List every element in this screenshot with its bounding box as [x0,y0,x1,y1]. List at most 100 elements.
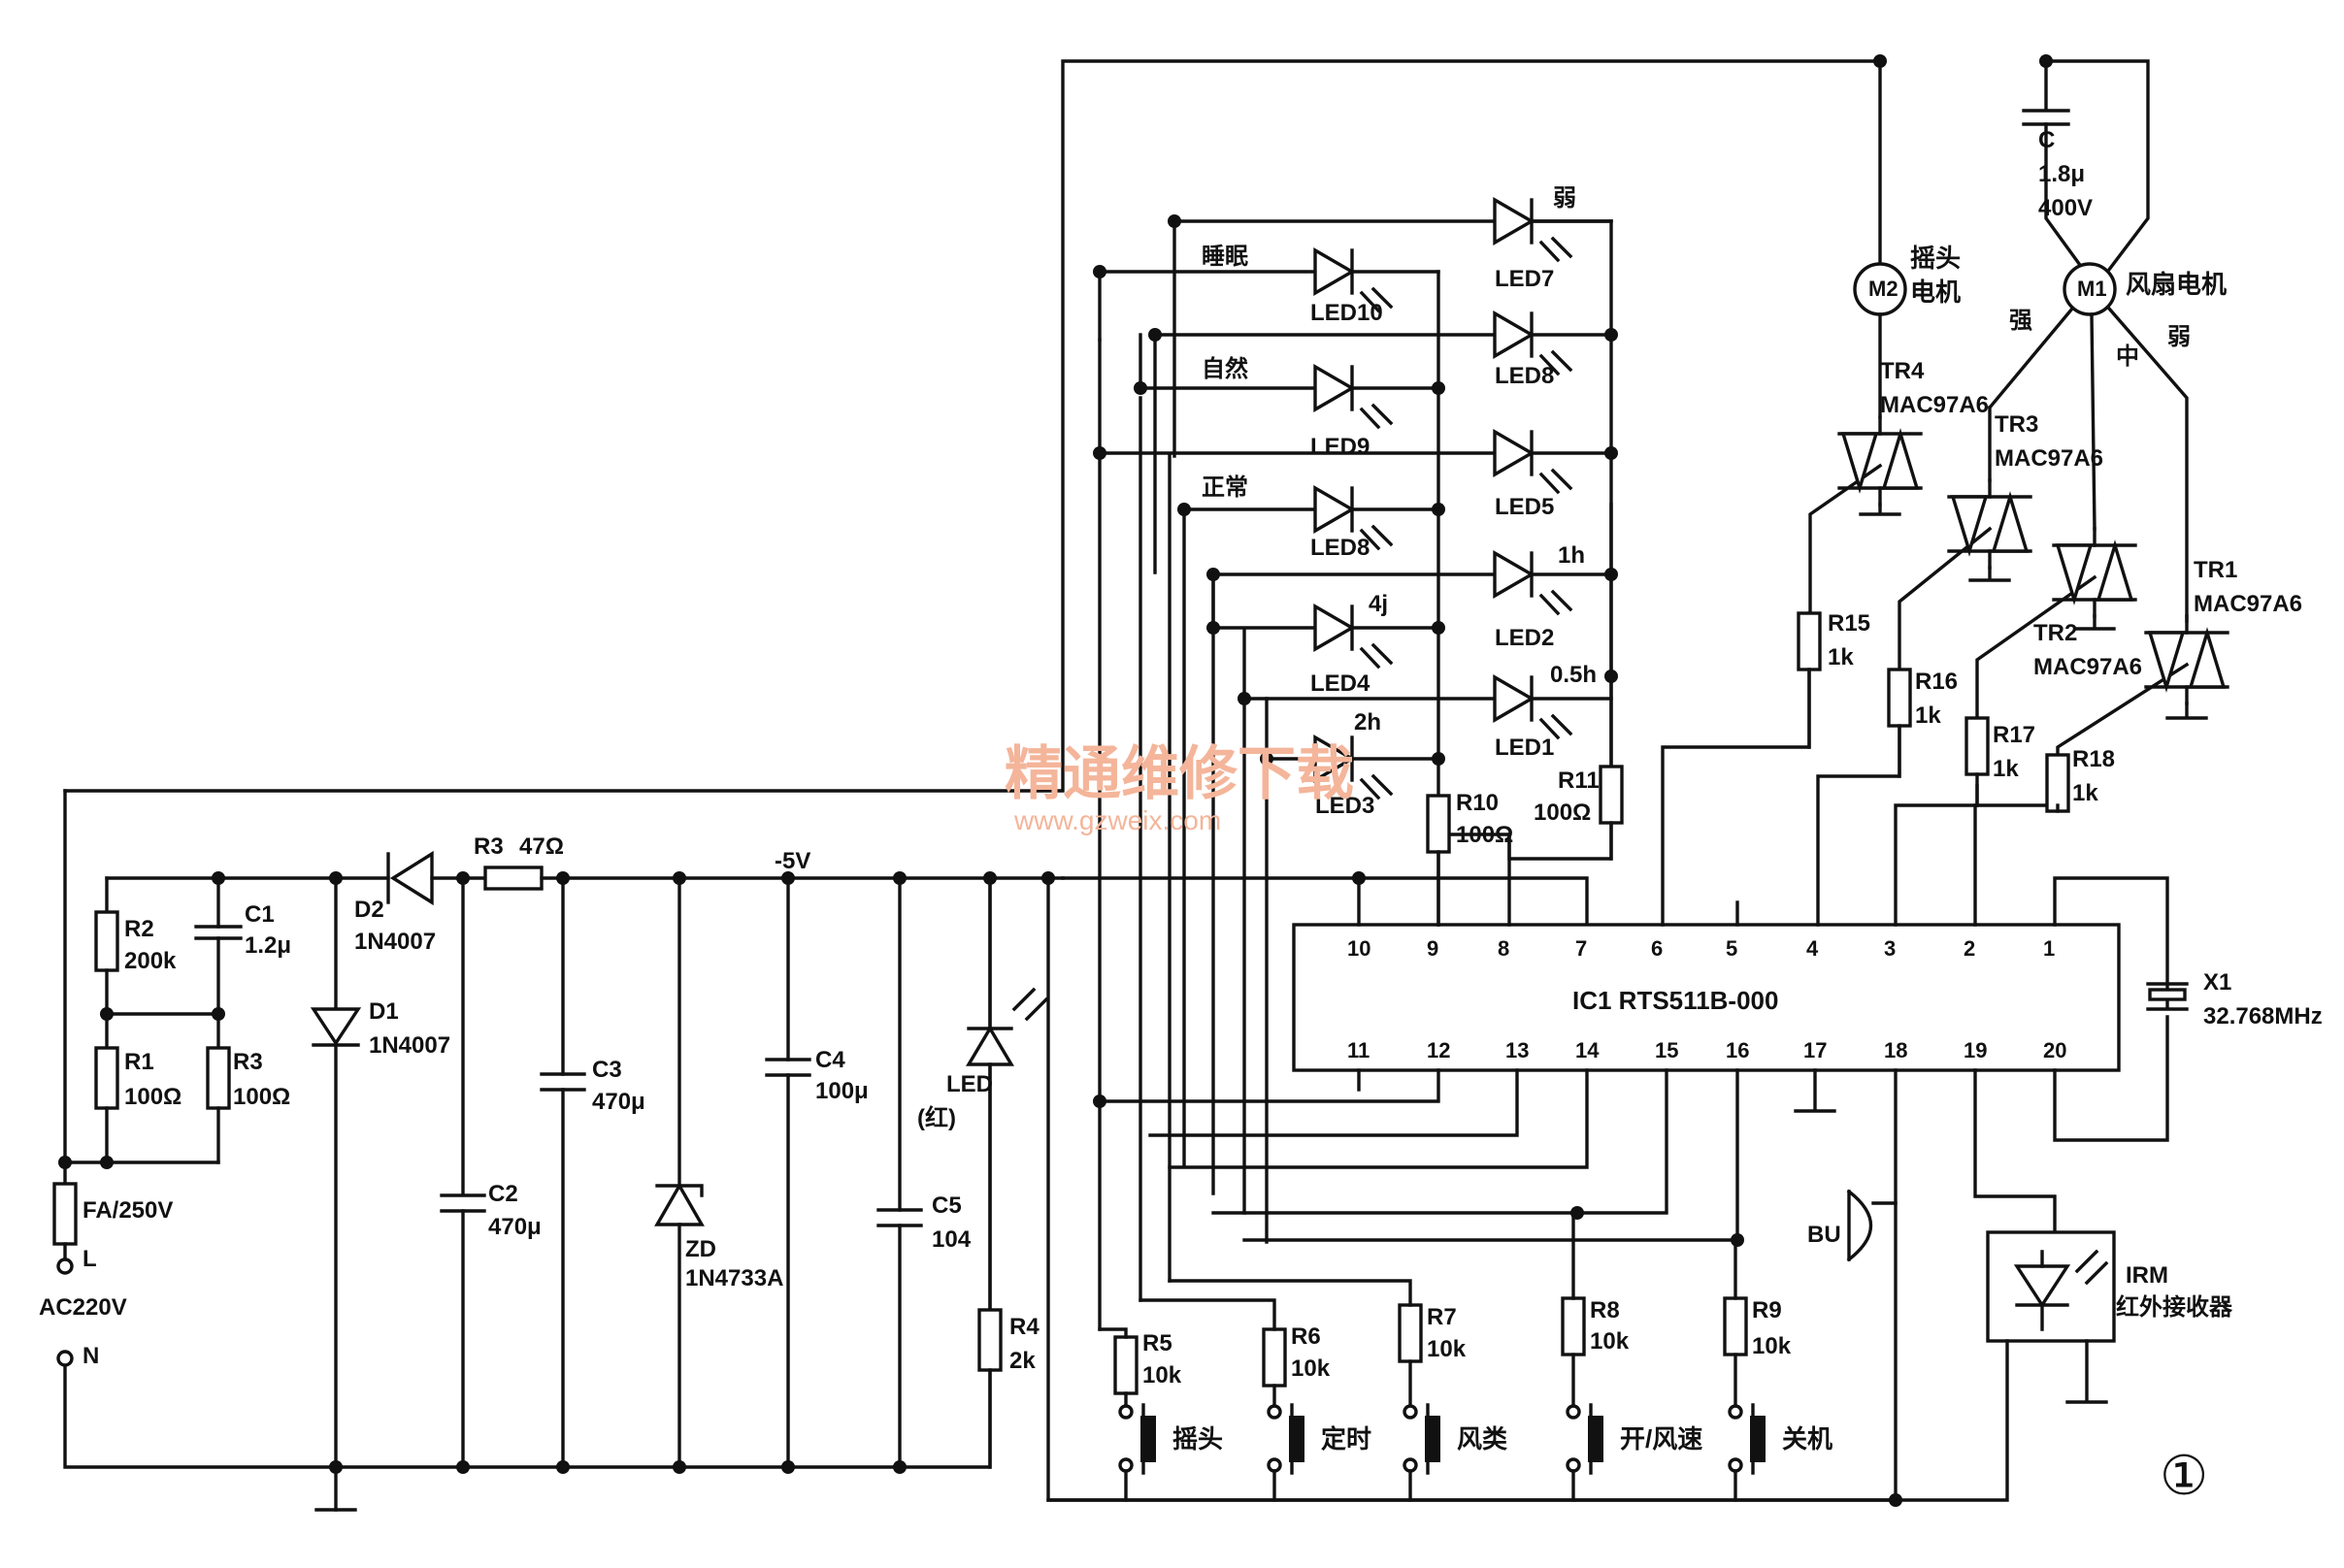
r11-ref: R11 [1558,768,1600,794]
terminal-n [56,1350,74,1367]
svg-text:M2: M2 [1868,277,1898,301]
r17-ref: R17 [1993,722,2035,748]
r17-value: 1k [1993,756,2019,782]
svg-text:M1: M1 [2077,277,2107,301]
c2-ref: C2 [488,1181,518,1207]
r6-resistor [1262,1327,1287,1388]
led-ref: LED1 [1495,735,1554,761]
zd-ref: ZD [685,1236,716,1262]
r6-ref: R6 [1291,1323,1321,1350]
m2-desc-1: 摇头 [1910,244,1961,273]
labels: R2 200k C1 1.2μ R1 100Ω R3 100Ω FA/250V … [39,127,2323,1506]
irm-value: 红外接收器 [2116,1293,2233,1321]
r16-ref: R16 [1915,669,1958,695]
led-array: LED7弱LED10睡眠LED8LED9自然LED5LED8正常LED21hLE… [1093,185,1624,927]
push-button[interactable]: 关机 [1728,1403,1832,1502]
r8-ref: R8 [1590,1297,1620,1323]
led-red-value: (红) [917,1104,956,1131]
c2-value: 470μ [488,1214,542,1240]
c5-value: 104 [932,1226,972,1253]
fuse [52,1182,78,1246]
r15-resistor [1797,611,1822,671]
r4-resistor [977,1308,1003,1372]
ic-pin-bottom-label: 14 [1575,1038,1600,1062]
fan-cap-value: 1.8μ [2038,161,2085,187]
fuse-label: FA/250V [83,1197,173,1224]
button-label: 开/风速 [1620,1424,1702,1454]
tr4-value: MAC97A6 [1880,392,1989,418]
led-indicator: LED1 0.5h [1238,662,1613,761]
figure-number: ① [2160,1445,2208,1506]
led-indicator: LED2 1h [1206,542,1613,651]
push-button[interactable]: 摇头 [1118,1403,1223,1502]
c2-capacitor [440,1193,486,1213]
led-ref: LED2 [1495,625,1554,651]
r18-resistor [2045,753,2070,813]
r3b-ref: R3 [474,833,504,860]
r7-resistor [1398,1303,1423,1363]
irm-ref: IRM [2126,1262,2168,1289]
speed-mid: 中 [2116,343,2139,370]
triac [2052,527,2137,618]
button-label: 定时 [1321,1424,1371,1454]
led-ref: LED5 [1495,494,1554,520]
push-button[interactable]: 定时 [1267,1403,1371,1502]
led-tag: 4j [1369,591,1388,617]
r5-ref: R5 [1142,1330,1172,1356]
ic-pin-top-label: 6 [1651,936,1663,961]
tr3-value: MAC97A6 [1995,445,2103,472]
r15-ref: R15 [1828,610,1870,637]
ic-pin-bottom-label: 18 [1884,1038,1907,1062]
ic-pin-top-label: 8 [1498,936,1509,961]
c1-ref: C1 [245,901,275,928]
led-ref: LED10 [1310,300,1383,326]
led-ref: LED3 [1315,793,1374,819]
r18-value: 1k [2072,780,2098,806]
r2-ref: R2 [124,916,154,942]
d2-diode [389,850,434,906]
r7-value: 10k [1427,1336,1467,1362]
r8-resistor [1561,1296,1586,1356]
ic1-label: IC1 RTS511B-000 [1572,986,1778,1015]
motor-m1 [2063,262,2117,316]
r5-value: 10k [1142,1362,1182,1388]
ic-pin-bottom-label: 19 [1964,1038,1987,1062]
x1-ref: X1 [2203,969,2231,996]
led-red [966,1025,1014,1066]
buzzer [1846,1189,1873,1262]
button-label: 风类 [1457,1424,1507,1454]
fan-capacitor [2022,109,2070,126]
led-tag: 1h [1558,542,1585,569]
push-button[interactable]: 开/风速 [1566,1403,1702,1502]
r7-ref: R7 [1427,1304,1457,1330]
r3-47-resistor [483,866,544,891]
triac [1837,415,1923,506]
c3-ref: C3 [592,1057,622,1083]
speed-strong: 强 [2009,308,2032,334]
r2-value: 200k [124,948,177,974]
r15-value: 1k [1828,644,1854,670]
fan-cap-ref: C [2038,127,2055,153]
c3-value: 470μ [592,1089,645,1115]
ic-pin-bottom-label: 15 [1655,1038,1678,1062]
ic-pin-top-label: 10 [1347,936,1370,961]
led-tag: 2h [1354,709,1381,735]
tr1-value: MAC97A6 [2194,591,2302,617]
r1-ref: R1 [124,1049,154,1075]
power-supply-section [52,59,1882,1512]
crystal-x1 [2148,988,2187,1001]
led-tag: 0.5h [1550,662,1597,688]
motor-section: M2 M1 [1797,54,2229,813]
ic-pin-bottom-label: 12 [1427,1038,1450,1062]
led-ref: LED4 [1310,670,1370,697]
c5-ref: C5 [932,1192,962,1219]
led-indicator: LED5 [1093,429,1613,520]
r17-resistor [1964,716,1990,776]
triac [2144,614,2229,705]
led-tag: 正常 [1202,474,1248,501]
terminal-n-label: N [83,1343,99,1369]
push-button[interactable]: 风类 [1403,1403,1507,1502]
watermark-url: www.gzweix.com [1013,805,1221,835]
r1-resistor [94,1046,119,1110]
